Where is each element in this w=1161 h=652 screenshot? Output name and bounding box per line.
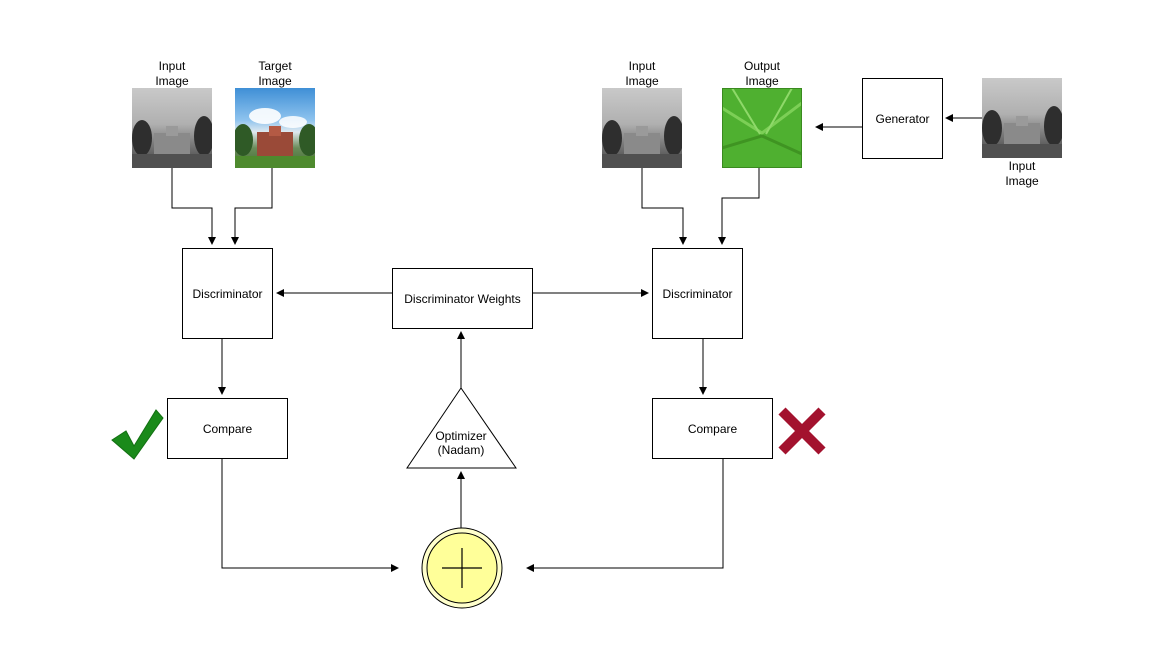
- edge-compare-right-to-sum: [526, 458, 724, 572]
- edge-input-to-disc-right: [641, 168, 687, 245]
- left-target-caption: Target Image: [258, 59, 292, 88]
- discriminator-weights-box: Discriminator Weights: [392, 268, 533, 329]
- compare-right-label: Compare: [687, 421, 738, 436]
- right-input-image: [602, 88, 682, 168]
- cross-icon: [778, 407, 826, 455]
- discriminator-right-box: Discriminator: [652, 248, 743, 339]
- right-output-caption: Output Image: [743, 59, 781, 88]
- checkmark-icon: [111, 409, 164, 460]
- right-input-caption: Input Image: [625, 59, 659, 88]
- sum-node: [421, 527, 503, 609]
- edge-compare-left-to-sum: [221, 458, 399, 572]
- left-input-image: [132, 88, 212, 168]
- compare-left-label: Compare: [202, 421, 253, 436]
- left-target-image: [235, 88, 315, 168]
- compare-right-box: Compare: [652, 398, 773, 459]
- optimizer-label: Optimizer (Nadam): [435, 429, 487, 457]
- discriminator-left-label: Discriminator: [192, 286, 263, 301]
- optimizer-triangle: [406, 387, 517, 469]
- edge-output-to-disc-right: [718, 168, 760, 245]
- generator-input-caption: Input Image: [1005, 159, 1039, 188]
- generator-input-image: [982, 78, 1062, 158]
- plus-icon: [442, 548, 482, 588]
- compare-left-box: Compare: [167, 398, 288, 459]
- edge-target-to-disc-left: [231, 168, 273, 245]
- edge-input-to-disc-left: [171, 168, 216, 245]
- discriminator-weights-label: Discriminator Weights: [404, 291, 521, 306]
- left-input-caption: Input Image: [155, 59, 189, 88]
- generator-label: Generator: [875, 111, 930, 126]
- discriminator-right-label: Discriminator: [662, 286, 733, 301]
- discriminator-left-box: Discriminator: [182, 248, 273, 339]
- generated-output-image: [722, 88, 802, 168]
- generator-box: Generator: [862, 78, 943, 159]
